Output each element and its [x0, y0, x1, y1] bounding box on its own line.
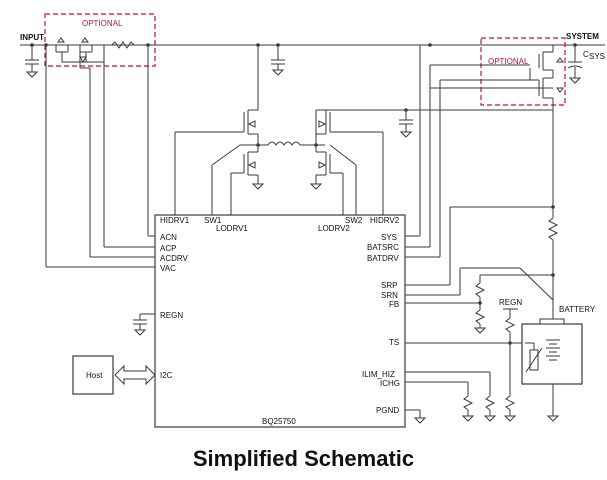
regn-capacitor: [133, 313, 155, 336]
pin-vac: VAC: [160, 264, 176, 273]
fb-divider: [405, 273, 555, 334]
pin-pgnd: PGND: [376, 406, 399, 415]
right-pin-wires: [405, 45, 553, 258]
optional-label-right: OPTIONAL: [488, 57, 529, 66]
pin-ichg: ICHG: [380, 379, 400, 388]
pin-acp: ACP: [160, 244, 176, 253]
regn-ext-label: REGN: [499, 298, 522, 307]
input-blocking-fets: [55, 37, 105, 63]
ts-network: [405, 308, 525, 422]
i2c-bus-arrow: [114, 364, 156, 386]
input-capacitor: [25, 45, 39, 78]
csys-capacitor: [567, 45, 583, 84]
pin-sys: SYS: [381, 233, 397, 242]
csys-label: C: [583, 50, 589, 59]
ls-fet-2: [309, 145, 344, 215]
diagram-caption: Simplified Schematic: [192, 446, 415, 471]
pin-batsrc: BATSRC: [367, 243, 399, 252]
ilim-ichg-resistors: [405, 371, 497, 422]
input-rail-capacitor: [271, 45, 285, 76]
battery-pack: [521, 300, 583, 422]
pin-hidrv1: HIDRV1: [160, 216, 190, 225]
battery-fets: [529, 45, 564, 110]
pin-srp: SRP: [381, 281, 397, 290]
host-label: Host: [86, 371, 103, 380]
optional-box-right: [480, 37, 566, 106]
chip-label: BQ25750: [262, 417, 296, 426]
input-rail: [20, 43, 605, 47]
optional-box-left: [44, 13, 156, 67]
host-box: [72, 355, 114, 395]
pin-sw2: SW2: [345, 216, 363, 225]
pin-hidrv2: HIDRV2: [370, 216, 400, 225]
battery-label: BATTERY: [559, 305, 596, 314]
output-capacitor: [399, 110, 413, 138]
inductor: [267, 141, 301, 146]
pin-ilim-hiz: ILIM_HIZ: [362, 370, 395, 379]
optional-label-left: OPTIONAL: [82, 19, 123, 28]
pin-i2c: I2C: [160, 371, 173, 380]
system-label: SYSTEM: [566, 32, 599, 41]
hs-fet-1: [174, 45, 259, 215]
pin-acn: ACN: [160, 233, 177, 242]
left-pin-wires: [45, 45, 155, 268]
input-label: INPUT: [20, 33, 44, 42]
pin-acdrv: ACDRV: [160, 254, 189, 263]
pin-fb: FB: [389, 300, 399, 309]
sense-resistor: [111, 41, 135, 49]
pin-lodrv2: LODRV2: [318, 224, 350, 233]
pgnd-ground: [405, 409, 427, 424]
bq25750-chip: [154, 214, 406, 428]
pin-ts: TS: [389, 338, 399, 347]
pin-srn: SRN: [381, 291, 398, 300]
hs-fet-2: [315, 109, 406, 215]
pin-sw1: SW1: [204, 216, 222, 225]
ls-fet-1: [230, 145, 265, 215]
pin-lodrv1: LODRV1: [216, 224, 248, 233]
battery-path: [405, 110, 559, 301]
csys-subscript: SYS: [589, 52, 605, 61]
pin-batdrv: BATDRV: [367, 254, 399, 263]
pin-regn: REGN: [160, 311, 183, 320]
